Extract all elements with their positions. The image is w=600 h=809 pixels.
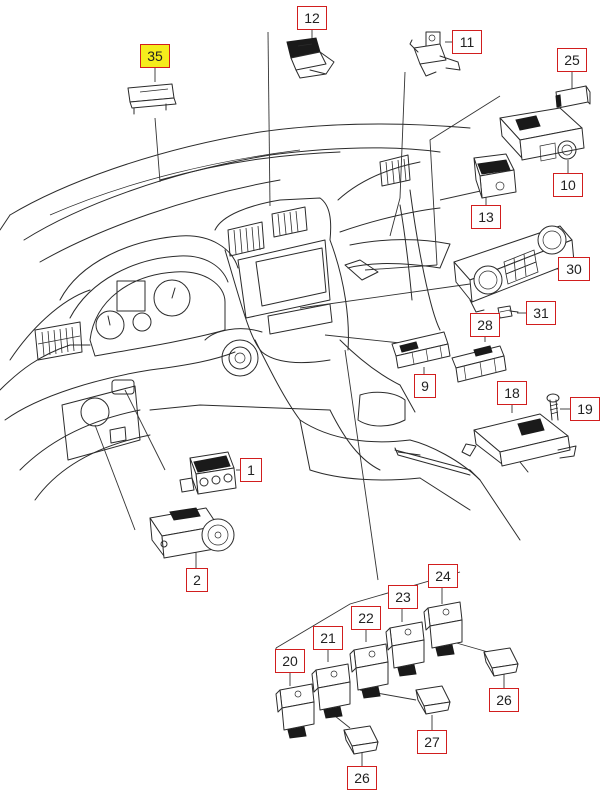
part-24-switch <box>423 601 463 657</box>
part-23-switch <box>385 621 425 677</box>
callout-label: 10 <box>560 177 576 193</box>
callout-21[interactable]: 21 <box>313 626 343 650</box>
callout-9[interactable]: 9 <box>414 374 436 398</box>
part-20-switch <box>275 683 315 739</box>
callout-13[interactable]: 13 <box>471 205 501 229</box>
callout-label: 30 <box>566 261 582 277</box>
callout-11[interactable]: 11 <box>452 30 482 54</box>
part-28-switch-strip <box>451 345 507 383</box>
callout-label: 11 <box>459 34 475 50</box>
part-10-module <box>499 107 585 162</box>
callout-19[interactable]: 19 <box>570 397 600 421</box>
part-26-cap-bottom <box>343 725 379 755</box>
part-13-switch <box>473 153 517 199</box>
switch-row <box>275 601 463 739</box>
leader-lines <box>94 30 573 766</box>
callout-27[interactable]: 27 <box>417 730 447 754</box>
callout-26-right[interactable]: 26 <box>489 688 519 712</box>
callout-20[interactable]: 20 <box>275 649 305 673</box>
callout-18[interactable]: 18 <box>497 381 527 405</box>
part-31-screw <box>497 305 519 319</box>
callout-label: 13 <box>478 209 494 225</box>
callout-label: 12 <box>304 10 320 26</box>
part-18-control-module <box>461 413 577 473</box>
part-35-cover <box>127 83 177 115</box>
part-2-light-switch <box>149 507 235 559</box>
callout-28[interactable]: 28 <box>470 313 500 337</box>
callout-label: 26 <box>496 692 512 708</box>
part-19-bolt <box>546 393 560 421</box>
callout-label: 2 <box>193 572 201 588</box>
callout-35[interactable]: 35 <box>140 44 170 68</box>
callout-label: 19 <box>577 401 593 417</box>
callout-26-bottom[interactable]: 26 <box>347 766 377 790</box>
callout-2[interactable]: 2 <box>186 568 208 592</box>
callout-label: 18 <box>504 385 520 401</box>
callout-label: 9 <box>421 378 429 394</box>
part-12-switch <box>286 37 335 79</box>
part-27-cap <box>415 685 451 715</box>
blank-caps <box>343 647 519 755</box>
callout-label: 27 <box>424 734 440 750</box>
callout-label: 1 <box>247 462 255 478</box>
callout-12[interactable]: 12 <box>297 6 327 30</box>
part-9-switch-strip <box>391 331 451 369</box>
part-22-switch <box>349 643 389 699</box>
callout-label: 24 <box>435 568 451 584</box>
callout-label: 25 <box>564 52 580 68</box>
callout-label: 35 <box>147 48 163 64</box>
callout-23[interactable]: 23 <box>388 585 418 609</box>
callout-25[interactable]: 25 <box>557 48 587 72</box>
part-21-switch <box>311 663 351 719</box>
callout-label: 21 <box>320 630 336 646</box>
callout-31[interactable]: 31 <box>526 301 556 325</box>
callout-24[interactable]: 24 <box>428 564 458 588</box>
callout-label: 28 <box>477 317 493 333</box>
callout-30[interactable]: 30 <box>558 257 590 281</box>
callout-label: 31 <box>533 305 549 321</box>
dashboard-outline <box>0 123 521 541</box>
part-30-climate-panel <box>453 225 575 313</box>
part-1-switch <box>179 451 237 495</box>
callout-label: 20 <box>282 653 298 669</box>
part-26-cap-right <box>483 647 519 677</box>
callout-label: 23 <box>395 589 411 605</box>
callout-10[interactable]: 10 <box>553 173 583 197</box>
callout-1[interactable]: 1 <box>240 458 262 482</box>
part-25-clip <box>555 85 591 109</box>
callout-label: 22 <box>358 610 374 626</box>
callout-label: 26 <box>354 770 370 786</box>
callout-22[interactable]: 22 <box>351 606 381 630</box>
part-11-sensor <box>409 31 461 77</box>
